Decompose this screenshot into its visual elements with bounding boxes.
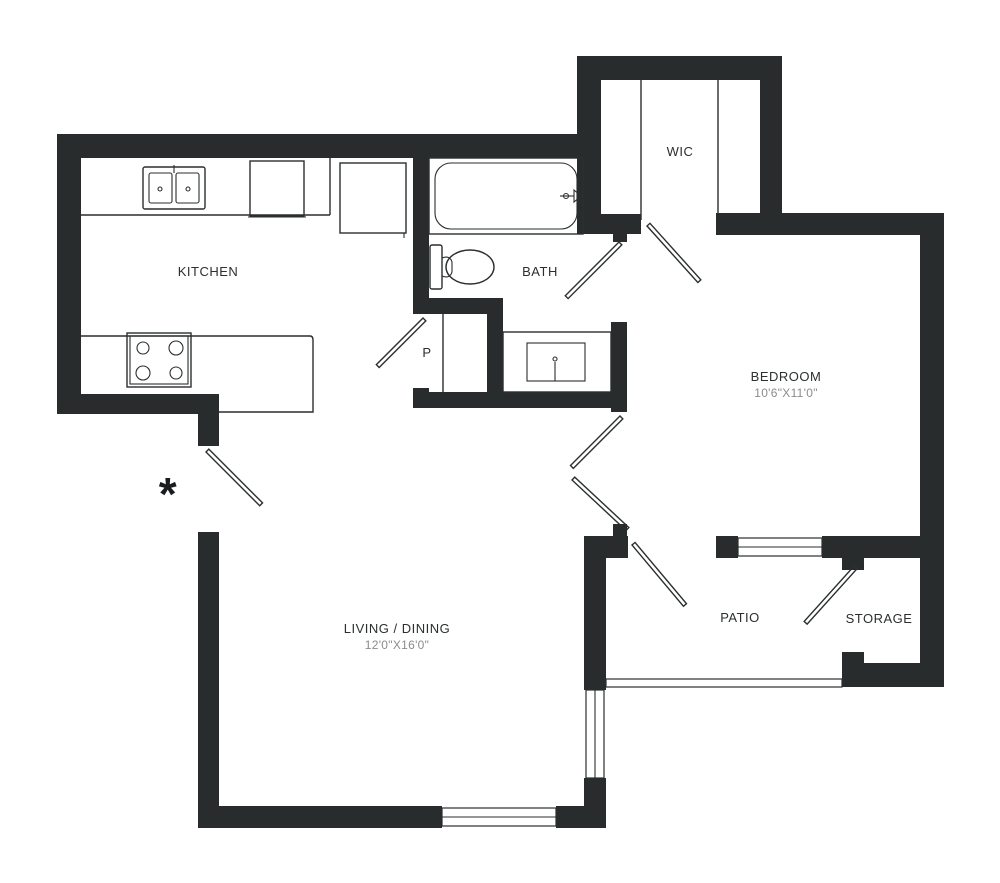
wall-bedroom-bottom-left: [716, 536, 738, 558]
refrigerator-icon: [339, 162, 407, 238]
wall-living-right-low: [584, 778, 606, 828]
wall-wic-right: [760, 56, 782, 234]
wall-bedroom-bottom-right: [822, 536, 944, 558]
label-bedroom: BEDROOM: [751, 369, 822, 384]
wall-bedroom-right: [920, 213, 944, 687]
wall-kitchen-top: [57, 134, 601, 158]
dishwasher-icon: [248, 160, 306, 218]
label-storage: STORAGE: [846, 611, 913, 626]
vanity-sink-icon: [502, 331, 612, 393]
kitchen-sink-icon: [142, 165, 206, 210]
dims-bedroom: 10'6"X11'0": [754, 386, 818, 400]
door-closet-living: [571, 476, 630, 532]
door-storage: [803, 564, 859, 626]
wall-bath-left: [413, 152, 429, 314]
wall-storage-jamb: [842, 550, 864, 570]
door-bath: [564, 241, 623, 300]
wall-wic-door-jamb: [613, 222, 627, 242]
label-pantry: P: [422, 345, 431, 360]
wall-pantry-left-stub: [413, 388, 429, 408]
walls: [57, 56, 944, 828]
entry-marker-icon: *: [159, 468, 177, 520]
wall-bedroom-top: [716, 213, 944, 235]
door-entry: [205, 448, 264, 507]
wall-vanity-right: [611, 322, 627, 412]
kitchen-island: [81, 335, 314, 413]
cooktop-icon: [126, 332, 192, 388]
wall-living-bottom-left: [198, 806, 442, 828]
wall-wic-bottom-left: [577, 214, 641, 234]
wall-pantry-bottom: [413, 392, 625, 408]
wall-living-right-high: [584, 536, 606, 690]
label-kitchen: KITCHEN: [178, 264, 239, 279]
wall-pantry-right: [487, 298, 503, 408]
door-wic: [646, 222, 702, 284]
wall-entry-stub: [198, 394, 219, 446]
door-patio: [631, 541, 688, 608]
wall-wic-left: [577, 56, 601, 220]
door-pantry: [375, 317, 427, 369]
windows: [441, 537, 843, 827]
label-patio: PATIO: [720, 610, 760, 625]
bath-fixtures: [428, 157, 612, 393]
label-bath: BATH: [522, 264, 558, 279]
door-bedroom: [569, 415, 624, 470]
label-wic: WIC: [667, 144, 694, 159]
window-patio-railing: [605, 678, 843, 688]
wall-kitchen-left: [57, 134, 81, 414]
doors: [205, 222, 859, 626]
bathtub-icon: [428, 157, 584, 235]
kitchen-fixtures: [81, 158, 407, 413]
wic-shelving: [640, 80, 719, 220]
wall-bath-bottom: [413, 298, 503, 314]
wall-wic-top: [577, 56, 782, 80]
wall-storage-stub: [842, 652, 864, 687]
dims-living: 12'0"X16'0": [365, 638, 429, 652]
wall-kitchen-bottom: [57, 394, 219, 414]
wall-living-left: [198, 532, 219, 828]
label-living: LIVING / DINING: [344, 621, 450, 636]
wall-patio-door-jamb: [613, 524, 627, 544]
toilet-icon: [429, 244, 495, 290]
